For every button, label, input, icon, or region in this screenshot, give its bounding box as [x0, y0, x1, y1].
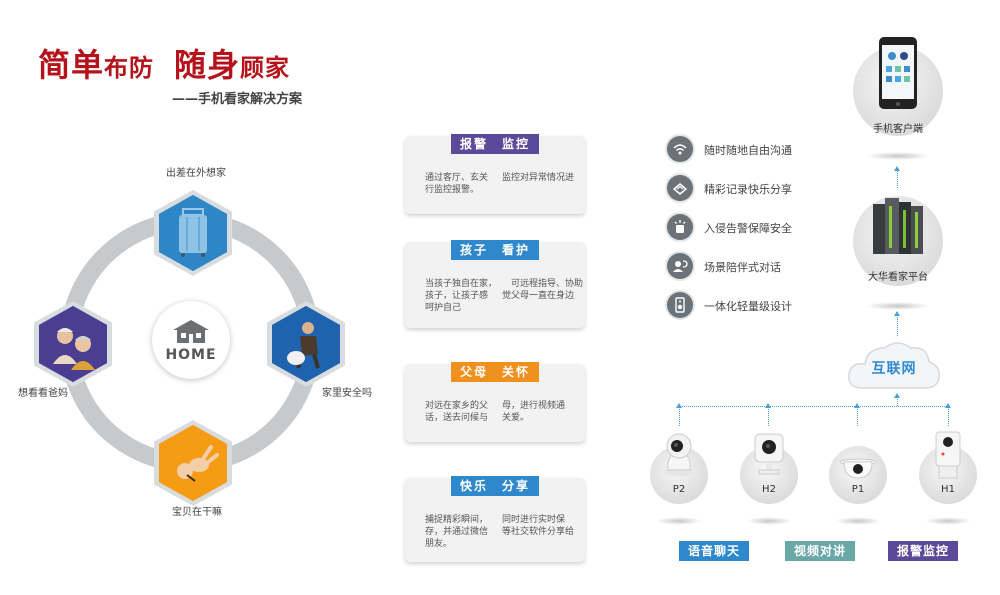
connector-arrow-icon [765, 403, 771, 408]
card-text-line: 对远在家乡的父母，进行视频通 [425, 401, 566, 411]
card-alarm-monitor: 报警 监控 通过客厅、玄关监控对异常情况进 行监控报警。 [405, 134, 585, 214]
cloud-icon [848, 342, 941, 389]
device-shadow [656, 517, 702, 525]
connector-bus-line [679, 406, 949, 407]
connector-arrow-icon [894, 166, 900, 171]
platform-shadow [865, 302, 931, 310]
feature-text: 精彩记录快乐分享 [704, 183, 792, 196]
connector-line [948, 406, 949, 426]
device-shadow [746, 517, 792, 525]
card-text-line: 话，送去问候与关爱。 [425, 413, 530, 423]
feature-text: 入侵告警保障安全 [704, 222, 792, 235]
thief-icon [272, 306, 340, 382]
internet-label: 互联网 [871, 361, 917, 377]
title-part2-big: 随身 [174, 46, 241, 84]
page-subtitle: ——手机看家解决方案 [172, 92, 303, 107]
device-shadow [925, 517, 971, 525]
connector-arrow-icon [894, 393, 900, 398]
feature-text: 场景陪伴式对话 [704, 261, 781, 274]
device-p1-label: P1 [851, 484, 865, 495]
diagram-node-parents [34, 301, 112, 387]
speaker-icon [667, 292, 693, 318]
ptz-camera-icon [664, 433, 694, 476]
diagram-node-parents-label: 想看看爸妈 [18, 388, 68, 399]
elderly-couple-icon [39, 306, 107, 382]
card-text-line: 存，并通过微信等社交软件分享给 [425, 527, 575, 537]
card-text-line: 孩子，让孩子感觉父母一直在身边 [425, 291, 575, 301]
suitcase-icon [159, 195, 227, 271]
card-text-line: 通过客厅、玄关监控对异常情况进 [425, 173, 575, 183]
card-child-care: 孩子 看护 当孩子独自在家，可远程指导、协助 孩子，让孩子感觉父母一直在身边 呵… [405, 240, 585, 328]
connector-arrow-icon [894, 311, 900, 316]
device-p1: P1 [829, 446, 887, 504]
dome-camera-icon [839, 458, 877, 479]
chat-icon [667, 253, 693, 279]
client-shadow [865, 152, 931, 160]
device-h1-label: H1 [941, 484, 955, 495]
diagram-node-security-label: 家里安全吗 [322, 388, 372, 399]
connector-arrow-icon [854, 403, 860, 408]
title-part2-small: 顾家 [240, 54, 291, 82]
device-p2: P2 [650, 433, 708, 504]
video-intercom-button[interactable]: 视频对讲 [785, 541, 855, 561]
diagram-node-baby-label: 宝贝在干嘛 [172, 507, 222, 518]
connector-line [897, 314, 898, 336]
diagram-node-travel-label: 出差在外想家 [166, 168, 226, 179]
title-part1-small: 布防 [104, 54, 155, 82]
client-label: 手机客户端 [873, 124, 923, 135]
card-text-line: 呵护自己 [425, 303, 462, 313]
home-label: HOME [165, 347, 217, 363]
card-tag: 报警 监控 [451, 134, 539, 154]
page-title: 简单布防随身顾家 [38, 40, 291, 84]
card-happy-share: 快乐 分享 捕捉精彩瞬间，同时进行实时保 存，并通过微信等社交软件分享给 朋友。 [405, 476, 585, 562]
feature-text: 一体化轻量级设计 [704, 300, 792, 313]
card-parent-care: 父母 关怀 对远在家乡的父母，进行视频通 话，送去问候与关爱。 [405, 362, 585, 442]
server-icon [873, 198, 923, 254]
voice-chat-button[interactable]: 语音聊天 [679, 541, 749, 561]
diagram-node-baby [154, 420, 232, 506]
card-text-line: 捕捉精彩瞬间，同时进行实时保 [425, 515, 566, 525]
feature-text: 随时随地自由沟通 [704, 144, 792, 157]
platform-label: 大华看家平台 [868, 272, 928, 283]
card-text-line: 当孩子独自在家，可远程指导、协助 [425, 279, 584, 289]
share-icon [667, 175, 693, 201]
alarm-monitor-button[interactable]: 报警监控 [888, 541, 958, 561]
diagram-node-security [267, 301, 345, 387]
alarm-icon [667, 214, 693, 240]
device-h2: H2 [740, 433, 798, 504]
home-center: HOME [152, 301, 230, 379]
card-text-line: 朋友。 [425, 539, 453, 549]
card-tag: 孩子 看护 [451, 240, 539, 260]
card-tag: 快乐 分享 [451, 476, 539, 496]
connector-arrow-icon [676, 403, 682, 408]
smartphone-icon [879, 37, 917, 109]
cube-camera-icon [754, 433, 784, 475]
connector-line [857, 406, 858, 426]
card-tag: 父母 关怀 [451, 362, 539, 382]
device-p2-label: P2 [672, 484, 686, 495]
house-icon [173, 320, 209, 343]
connector-line [897, 396, 898, 406]
connector-line [768, 406, 769, 426]
wifi-icon [667, 136, 693, 162]
connector-line [679, 406, 680, 426]
card-text-line: 行监控报警。 [425, 185, 480, 195]
connector-arrow-icon [945, 403, 951, 408]
internet-cloud: 互联网 [845, 336, 943, 392]
device-h2-label: H2 [762, 484, 776, 495]
connector-line [897, 169, 898, 188]
client-disc: 手机客户端 [853, 37, 943, 136]
indoor-camera-icon [935, 431, 961, 479]
baby-icon [159, 425, 227, 501]
platform-disc: 大华看家平台 [853, 196, 943, 286]
device-shadow [835, 517, 881, 525]
device-h1: H1 [919, 431, 977, 504]
title-part1-big: 简单 [38, 46, 105, 84]
